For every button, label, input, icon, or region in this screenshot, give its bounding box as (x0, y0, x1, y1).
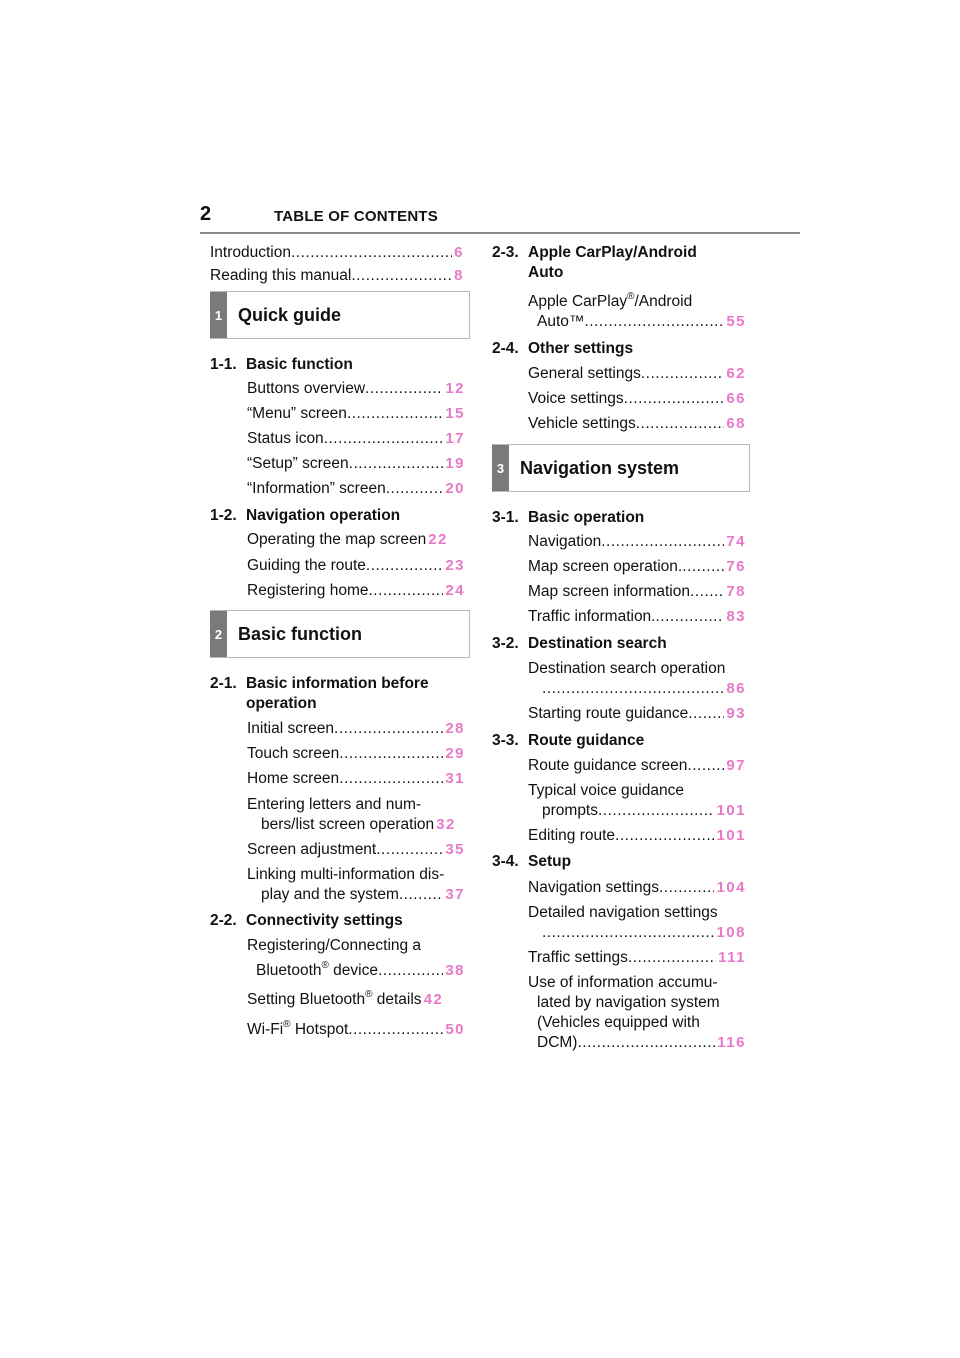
page-link: 20 (445, 480, 465, 497)
toc-entry[interactable]: Status icon 17 (247, 429, 465, 449)
toc-entry-introduction[interactable]: Introduction 6 (210, 243, 464, 263)
toc-entry[interactable]: Starting route guidance 93 (528, 704, 746, 724)
toc-entry[interactable]: Editing route 101 (528, 826, 746, 846)
chapter-number-tab: 1 (210, 292, 227, 338)
toc-entry[interactable]: Vehicle settings 68 (528, 414, 746, 434)
toc-entry[interactable]: Home screen31 (247, 769, 465, 789)
header-rule (200, 232, 800, 234)
page-link: 55 (726, 313, 746, 330)
page-link: 76 (726, 558, 746, 575)
chapter-title: Quick guide (238, 304, 342, 325)
page-link: 66 (726, 390, 746, 407)
toc-entry[interactable]: Traffic settings 111 (528, 948, 746, 968)
toc-entry[interactable]: Registering home 24 (247, 581, 465, 601)
page-link: 104 (716, 879, 746, 896)
page-link: 29 (445, 745, 465, 762)
toc-entry[interactable]: Map screen operation.76 (528, 557, 746, 577)
toc-entry-reading-manual[interactable]: Reading this manual 8 (210, 266, 464, 286)
toc-entry[interactable]: Voice settings 66 (528, 389, 746, 409)
chapter-title: Navigation system (520, 457, 680, 478)
page-link: 8 (454, 267, 464, 284)
toc-entry-carplay[interactable]: Apple CarPlay®/Android Auto™ 55 (528, 291, 746, 332)
toc-entry[interactable]: Setting Bluetooth® details 42 (247, 988, 444, 1008)
page-link: 24 (445, 582, 465, 599)
page-link: 15 (445, 405, 465, 422)
section-heading-2-2: 2-2.Connectivity settings (210, 912, 403, 929)
page-link: 17 (445, 430, 465, 447)
chapter-1-box[interactable]: 1 Quick guide (210, 291, 470, 339)
toc-entry-use-of-information[interactable]: Use of information accumu- lated by navi… (528, 973, 746, 1053)
section-heading-2-3: 2-3.Apple CarPlay/Android Auto (492, 244, 697, 281)
toc-entry[interactable]: “Setup” screen 19 (247, 454, 465, 474)
page-link: 108 (716, 924, 746, 941)
page-link: 42 (423, 991, 444, 1008)
toc-entry[interactable]: Screen adjustment 35 (247, 840, 465, 860)
page-link: 101 (716, 802, 746, 819)
section-heading-3-3: 3-3.Route guidance (492, 732, 645, 749)
page-link: 68 (726, 415, 746, 432)
chapter-number-tab: 2 (210, 611, 227, 657)
section-heading-3-1: 3-1.Basic operation (492, 509, 645, 526)
page-link: 31 (445, 770, 465, 787)
page-link: 78 (726, 583, 746, 600)
page-link: 83 (726, 608, 746, 625)
page-link: 116 (717, 1034, 746, 1051)
page-link: 19 (445, 455, 465, 472)
toc-entry-linking[interactable]: Linking multi-information dis- play and … (247, 865, 465, 905)
page-link: 32 (436, 816, 456, 833)
toc-entry[interactable]: Guiding the route 23 (247, 556, 465, 576)
toc-entry-destination-search[interactable]: Destination search operation 86 (528, 659, 746, 699)
page-link: 22 (428, 531, 448, 548)
toc-entry[interactable]: Initial screen 28 (247, 719, 465, 739)
section-heading-2-4: 2-4.Other settings (492, 340, 634, 357)
chapter-2-box[interactable]: 2 Basic function (210, 610, 470, 658)
section-heading-2-1: 2-1.Basic information before operation (210, 675, 429, 712)
page-link: 111 (718, 949, 746, 966)
toc-entry[interactable]: “Information” screen 20 (247, 479, 465, 499)
toc-entry[interactable]: Touch screen 29 (247, 744, 465, 764)
page-link: 38 (445, 962, 465, 979)
page-link: 23 (445, 557, 465, 574)
page-link: 62 (726, 365, 746, 382)
toc-entry[interactable]: Navigation settings 104 (528, 878, 746, 898)
page-link: 74 (726, 533, 746, 550)
page-link: 6 (454, 244, 464, 261)
page-link: 101 (716, 827, 746, 844)
page-link: 28 (445, 720, 465, 737)
toc-entry-detailed-navigation[interactable]: Detailed navigation settings 108 (528, 903, 746, 943)
section-heading-1-2: 1-2.Navigation operation (210, 507, 401, 524)
chapter-number-tab: 3 (492, 445, 509, 491)
page-link: 12 (445, 380, 465, 397)
toc-entry[interactable]: Navigation 74 (528, 532, 746, 552)
page-link: 97 (726, 757, 746, 774)
toc-entry-registering-bluetooth[interactable]: Registering/Connecting a Bluetooth® devi… (247, 936, 465, 981)
page-number: 2 (200, 203, 212, 225)
chapter-3-box[interactable]: 3 Navigation system (492, 444, 750, 492)
page-link: 35 (445, 841, 465, 858)
chapter-title: Basic function (238, 623, 363, 644)
toc-entry[interactable]: “Menu” screen 15 (247, 404, 465, 424)
toc-entry-entering-letters[interactable]: Entering letters and num- bers/list scre… (247, 796, 456, 833)
toc-entry[interactable]: General settings 62 (528, 364, 746, 384)
section-heading-3-4: 3-4.Setup (492, 853, 572, 870)
toc-entry[interactable]: Wi-Fi® Hotspot 50 (247, 1019, 465, 1040)
running-header: TABLE OF CONTENTS (274, 208, 438, 225)
page-link: 50 (445, 1021, 465, 1038)
page-link: 93 (726, 705, 746, 722)
toc-entry[interactable]: Traffic information.83 (528, 607, 746, 627)
toc-entry[interactable]: Map screen information 78 (528, 582, 746, 602)
section-heading-3-2: 3-2.Destination search (492, 635, 667, 652)
toc-entry[interactable]: Route guidance screen 97 (528, 756, 746, 776)
toc-entry-typical-voice[interactable]: Typical voice guidance prompts 101 (528, 781, 746, 821)
page-link: 37 (445, 886, 465, 903)
section-heading-1-1: 1-1.Basic function (210, 356, 353, 373)
page-link: 86 (726, 680, 746, 697)
toc-entry[interactable]: Buttons overview12 (247, 379, 465, 399)
